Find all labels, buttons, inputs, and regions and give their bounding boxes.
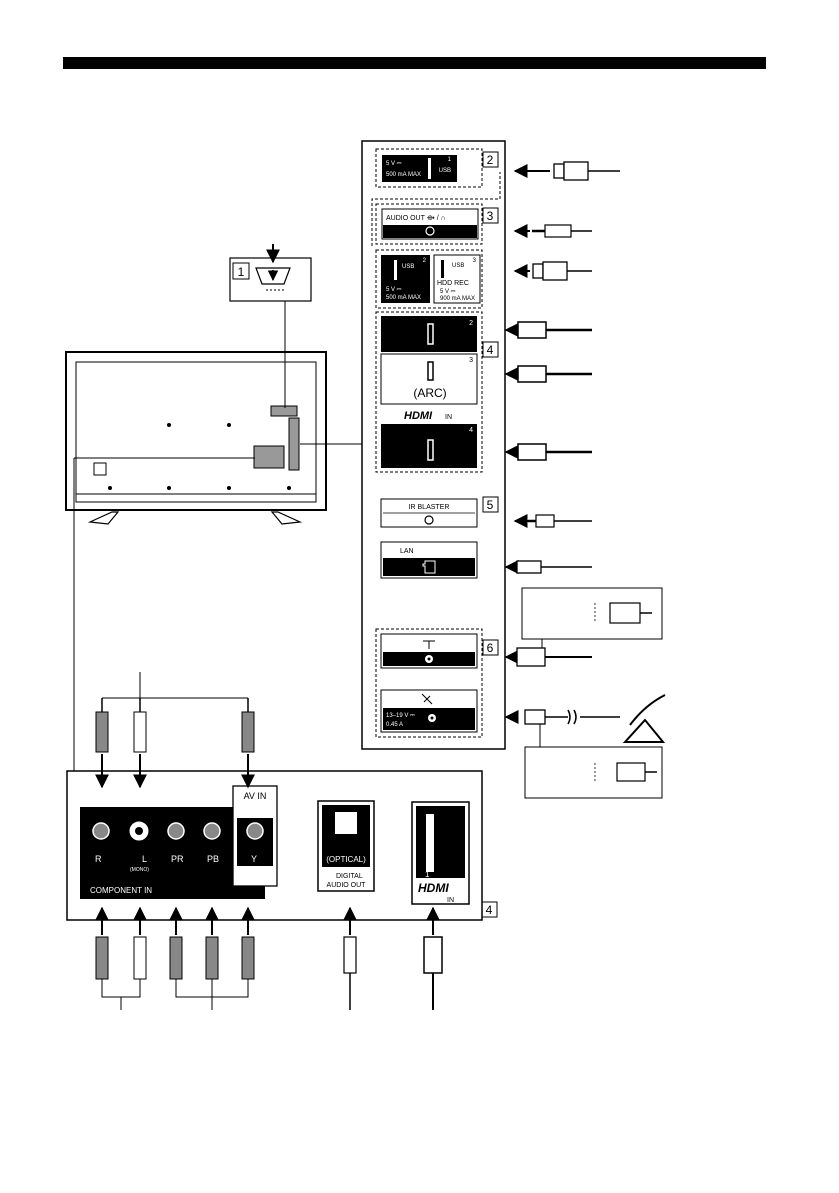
svg-text:DIGITAL: DIGITAL [336, 873, 363, 880]
usb-plug-icon-2 [533, 264, 543, 278]
svg-text:USB: USB [452, 263, 464, 269]
svg-text:1: 1 [425, 870, 430, 879]
svg-text:LAN: LAN [400, 548, 414, 555]
svg-text:2: 2 [469, 320, 473, 327]
optical-panel: (OPTICAL) DIGITAL AUDIO OUT [318, 801, 374, 891]
callout-4-label: 4 [487, 343, 494, 357]
hdmi-plug-icon-3 [518, 366, 546, 382]
hdmi1-panel: 1 HDMI IN 4 [412, 802, 497, 917]
hdmi-plug-icon-1 [424, 937, 442, 973]
header-bar [63, 57, 766, 69]
svg-text:HDMI: HDMI [418, 881, 449, 895]
optical-plug-icon [344, 937, 356, 973]
svg-text:0.45 A: 0.45 A [386, 722, 403, 728]
hdmi-port-2[interactable] [381, 316, 477, 352]
component-in-panel: AV IN R L (MONO) PR PB Y COMPONENT IN [80, 786, 277, 899]
svg-text:R: R [95, 854, 102, 864]
svg-text:(MONO): (MONO) [130, 867, 149, 873]
svg-text:4: 4 [469, 427, 473, 434]
svg-text:USB: USB [402, 264, 414, 270]
usb-pair-group: USB 2 5 V ⎓ 500 mA MAX USB 3 HDD REC 5 V… [376, 250, 482, 308]
satellite-dish-icon [625, 695, 665, 742]
hdmi-plug-icon-2 [518, 322, 546, 338]
jack-pb[interactable] [204, 823, 220, 839]
jack-y[interactable] [247, 823, 263, 839]
lan-plug-icon [517, 561, 541, 573]
svg-text:L: L [142, 854, 147, 864]
svg-text:Y: Y [251, 854, 257, 864]
right-cables [506, 162, 665, 798]
rca-plug-l [134, 712, 146, 752]
ir-blaster-group: IR BLASTER 5 [381, 497, 498, 527]
svg-text:(OPTICAL): (OPTICAL) [326, 855, 366, 864]
callout-4b-label: 4 [486, 903, 493, 917]
svg-text:COMPONENT IN: COMPONENT IN [90, 886, 152, 895]
svg-text:(ARC): (ARC) [413, 386, 446, 400]
usb-plug-icon [554, 164, 564, 178]
svg-text:3: 3 [469, 357, 473, 364]
usb-top-group: 5 V ⎓ 500 mA MAX USB 1 2 [376, 149, 498, 187]
svg-text:HDMI: HDMI [404, 410, 433, 422]
jack-pr[interactable] [168, 823, 184, 839]
svg-text:5 V ⎓: 5 V ⎓ [386, 287, 402, 293]
rca-plug-r [96, 712, 108, 752]
svg-text:PB: PB [207, 854, 219, 864]
rca-plug-video [242, 712, 254, 752]
svg-text:AUDIO OUT: AUDIO OUT [327, 882, 367, 889]
bottom-cables [96, 908, 442, 1010]
svg-text:900 mA MAX: 900 mA MAX [440, 296, 475, 302]
hdmi-port-1[interactable] [426, 814, 434, 872]
av-in-cables [96, 672, 254, 787]
svg-text:5 V ⎓: 5 V ⎓ [386, 161, 402, 167]
svg-text:HDD REC: HDD REC [437, 280, 469, 287]
lan-group: LAN [381, 542, 477, 578]
top-usb-callout: 1 [230, 244, 311, 408]
audio-out-group: AUDIO OUT ⟴ / ∩ 3 [376, 204, 498, 244]
callout-3-label: 3 [487, 209, 494, 223]
callout-2-label: 2 [487, 153, 494, 167]
svg-text:IN: IN [445, 414, 452, 421]
rf-plug-icon [517, 648, 545, 666]
hdmi-group: 2 3 (ARC) HDMI IN 4 4 [376, 312, 498, 472]
ir-plug-icon [536, 515, 554, 527]
svg-text:PR: PR [171, 854, 184, 864]
svg-text:IN: IN [447, 897, 454, 904]
svg-text:500 mA MAX: 500 mA MAX [386, 295, 421, 301]
svg-text:AUDIO OUT ⟴ / ∩: AUDIO OUT ⟴ / ∩ [386, 215, 446, 222]
hdmi-plug-icon-4 [518, 444, 546, 460]
callout-6-label: 6 [487, 641, 494, 655]
svg-text:AV IN: AV IN [244, 791, 267, 801]
svg-text:IR BLASTER: IR BLASTER [409, 504, 450, 511]
tv-rear-view [66, 352, 326, 524]
hdmi-port-4[interactable] [381, 424, 477, 468]
optical-port[interactable] [335, 812, 357, 834]
callout-1-label: 1 [238, 265, 245, 279]
antenna-group: 13–19 V ⎓ 0.45 A 6 [376, 629, 498, 737]
svg-text:500 mA MAX: 500 mA MAX [386, 172, 421, 178]
svg-text:USB: USB [439, 168, 451, 174]
callout-5-label: 5 [487, 498, 494, 512]
jack-r[interactable] [93, 823, 109, 839]
sat-plug-icon [525, 710, 545, 724]
svg-text:13–19 V ⎓: 13–19 V ⎓ [386, 713, 415, 719]
svg-text:5 V ⎓: 5 V ⎓ [440, 289, 456, 295]
